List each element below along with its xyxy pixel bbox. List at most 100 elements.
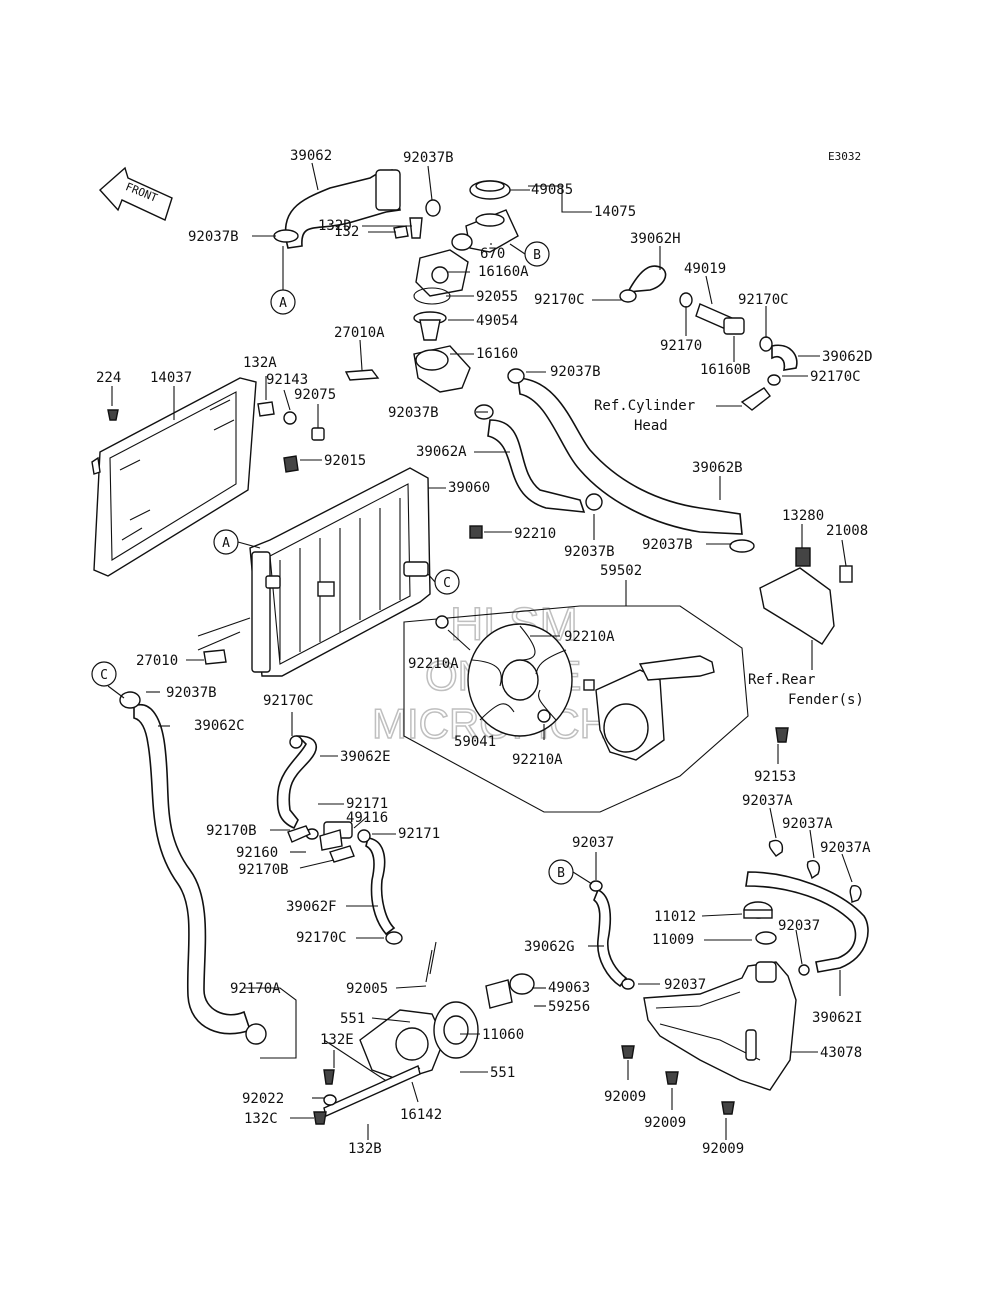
label-92037b: 92037B (564, 544, 615, 560)
label-49063: 49063 (548, 980, 590, 996)
label-551: 551 (340, 1011, 365, 1027)
label-39062: 39062 (290, 148, 332, 164)
cap-11009 (755, 931, 777, 945)
clamps-92037a (768, 839, 862, 903)
label-49116: 49116 (346, 810, 388, 826)
label-92037a: 92037A (782, 816, 833, 832)
hose-39062 (284, 169, 401, 249)
label-92210a: 92210A (512, 752, 563, 768)
label-132e: 132E (320, 1032, 354, 1048)
label-13280: 13280 (782, 508, 824, 524)
hose-39062e (276, 735, 319, 840)
label-92037: 92037 (572, 835, 614, 851)
label-27010: 27010 (136, 653, 178, 669)
valve-49019 (679, 292, 745, 335)
sensor-27010 (203, 649, 227, 665)
svg-text:A: A (279, 296, 287, 311)
label-92037a: 92037A (742, 793, 793, 809)
label-92037b: 92037B (166, 685, 217, 701)
label-92009: 92009 (644, 1115, 686, 1131)
bolts-bottom (313, 941, 437, 1125)
label-92170: 92170 (660, 338, 702, 354)
radiator-shroud-14037 (91, 377, 257, 577)
hose-39062c (119, 691, 267, 1045)
label-92170c: 92170C (263, 693, 314, 709)
svg-text:C: C (100, 668, 108, 683)
hose-39062f (357, 829, 403, 945)
radiator-39060 (249, 467, 431, 677)
label-92009: 92009 (604, 1089, 646, 1105)
callout-b-tank: B (548, 859, 593, 885)
bolt-224 (107, 409, 119, 421)
label-14037: 14037 (150, 370, 192, 386)
label-92055: 92055 (476, 289, 518, 305)
svg-text:A: A (222, 536, 230, 551)
label-21008: 21008 (826, 523, 868, 539)
callout-c-hose: C (91, 661, 125, 699)
radiator-cap (469, 180, 511, 200)
callout-a-top: A (270, 246, 296, 315)
label-39062a: 39062A (416, 444, 467, 460)
label-92022: 92022 (242, 1091, 284, 1107)
svg-text:B: B (533, 248, 541, 263)
label-92009: 92009 (702, 1141, 744, 1157)
label-92170b: 92170B (238, 862, 289, 878)
fan-motor-bracket (595, 655, 715, 761)
label-92015: 92015 (324, 453, 366, 469)
callout-b-top: B (509, 241, 550, 267)
label-92037b: 92037B (188, 229, 239, 245)
label-59502: 59502 (600, 563, 642, 579)
label-16160: 16160 (476, 346, 518, 362)
label-39062i: 39062I (812, 1010, 863, 1026)
label-132b: 132B (348, 1141, 382, 1157)
housing-16160 (413, 345, 471, 393)
label-39062g: 39062G (524, 939, 575, 955)
label-132d: 132D (318, 218, 352, 234)
label-92037b: 92037B (388, 405, 439, 421)
label-92170c: 92170C (738, 292, 789, 308)
label-16160a: 16160A (478, 264, 529, 280)
thermostat-49054 (413, 311, 447, 341)
leader-lines (111, 162, 853, 1140)
label-11009: 11009 (652, 932, 694, 948)
ref-rear-fender-line1: Ref.Rear (748, 672, 815, 688)
label-11012: 11012 (654, 909, 696, 925)
label-92075: 92075 (294, 387, 336, 403)
label-39062c: 39062C (194, 718, 245, 734)
label-670: 670 (480, 246, 505, 262)
label-92005: 92005 (346, 981, 388, 997)
fan-assembly-59502 (403, 605, 749, 813)
label-92037: 92037 (778, 918, 820, 934)
label-59256: 59256 (548, 999, 590, 1015)
bracket-92160 (287, 825, 355, 863)
label-49019: 49019 (684, 261, 726, 277)
fan-59041 (467, 623, 573, 737)
label-92160: 92160 (236, 845, 278, 861)
water-pump-16142 (323, 1009, 445, 1117)
label-92037b: 92037B (550, 364, 601, 380)
hose-39062b (507, 368, 755, 553)
label-92037a: 92037A (820, 840, 871, 856)
hose-39062a (474, 404, 603, 513)
impeller-59256 (485, 973, 535, 1009)
label-92170c: 92170C (296, 930, 347, 946)
diagram-code: E3032 (828, 150, 861, 163)
label-92210: 92210 (514, 526, 556, 542)
label-39062e: 39062E (340, 749, 391, 765)
label-43078: 43078 (820, 1045, 862, 1061)
bracket-92015 (283, 455, 299, 473)
label-49085: 49085 (531, 182, 573, 198)
rubber-92210 (469, 525, 483, 539)
label-92037: 92037 (664, 977, 706, 993)
label-92037b: 92037B (642, 537, 693, 553)
label-92037b: 92037B (403, 150, 454, 166)
label-92170b: 92170B (206, 823, 257, 839)
label-39062d: 39062D (822, 349, 873, 365)
hose-39062d (740, 336, 798, 411)
reference-labels: Ref.Cylinder Head Ref.Rear Fender(s) (594, 398, 864, 708)
rear-fender-ref (759, 547, 853, 645)
pump-cover-11060 (433, 1001, 479, 1059)
label-132a: 132A (243, 355, 277, 371)
thermostat-cover-16160a (415, 249, 469, 297)
